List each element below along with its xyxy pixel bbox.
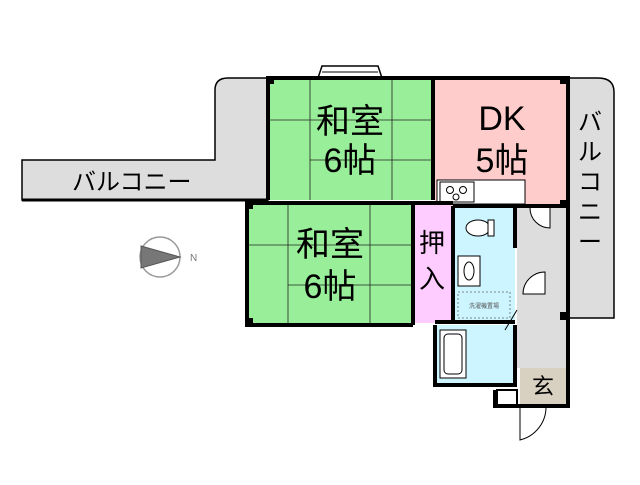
dk-type: DK [478, 100, 526, 138]
balcony-right-char: コ [578, 169, 602, 196]
door-swing [522, 271, 546, 295]
balcony-right-char: ル [578, 139, 602, 166]
washitsu-bottom [247, 203, 411, 325]
washitsu-top-type: 和室 [316, 103, 384, 141]
genkan-label: 玄 [532, 374, 554, 399]
toilet-icon [465, 219, 491, 237]
washitsu-top-size: 6帖 [324, 142, 377, 180]
oshiire-char-2: 入 [419, 264, 445, 294]
washer-label: 洗濯機置場 [469, 302, 499, 310]
balcony-right-char: ー [578, 229, 602, 256]
oshiire [413, 203, 451, 323]
washitsu-top [268, 78, 433, 200]
compass-arrow-icon [140, 245, 182, 269]
washer-area [457, 291, 511, 319]
shoe-cabinet [496, 389, 518, 407]
stove-icon [439, 181, 475, 203]
compass-north-label: N [190, 253, 197, 264]
dk-size: 5帖 [476, 142, 529, 180]
balcony-left-label: バルコニー [72, 169, 192, 196]
balcony-right-label: バ ル コ ニ ー [578, 109, 602, 256]
washitsu-bottom-type: 和室 [296, 226, 364, 264]
compass: N [139, 236, 197, 278]
oshiire-char-1: 押 [419, 228, 445, 258]
sink-icon [457, 255, 481, 287]
washitsu-bottom-size: 6帖 [304, 268, 357, 306]
genkan [520, 368, 566, 404]
door-swing [529, 207, 551, 229]
entrance-door [519, 405, 547, 441]
balcony-right-char: ニ [578, 199, 602, 226]
balcony-right-char: バ [578, 109, 602, 136]
pillars [245, 76, 568, 326]
balcony-right [567, 77, 615, 319]
